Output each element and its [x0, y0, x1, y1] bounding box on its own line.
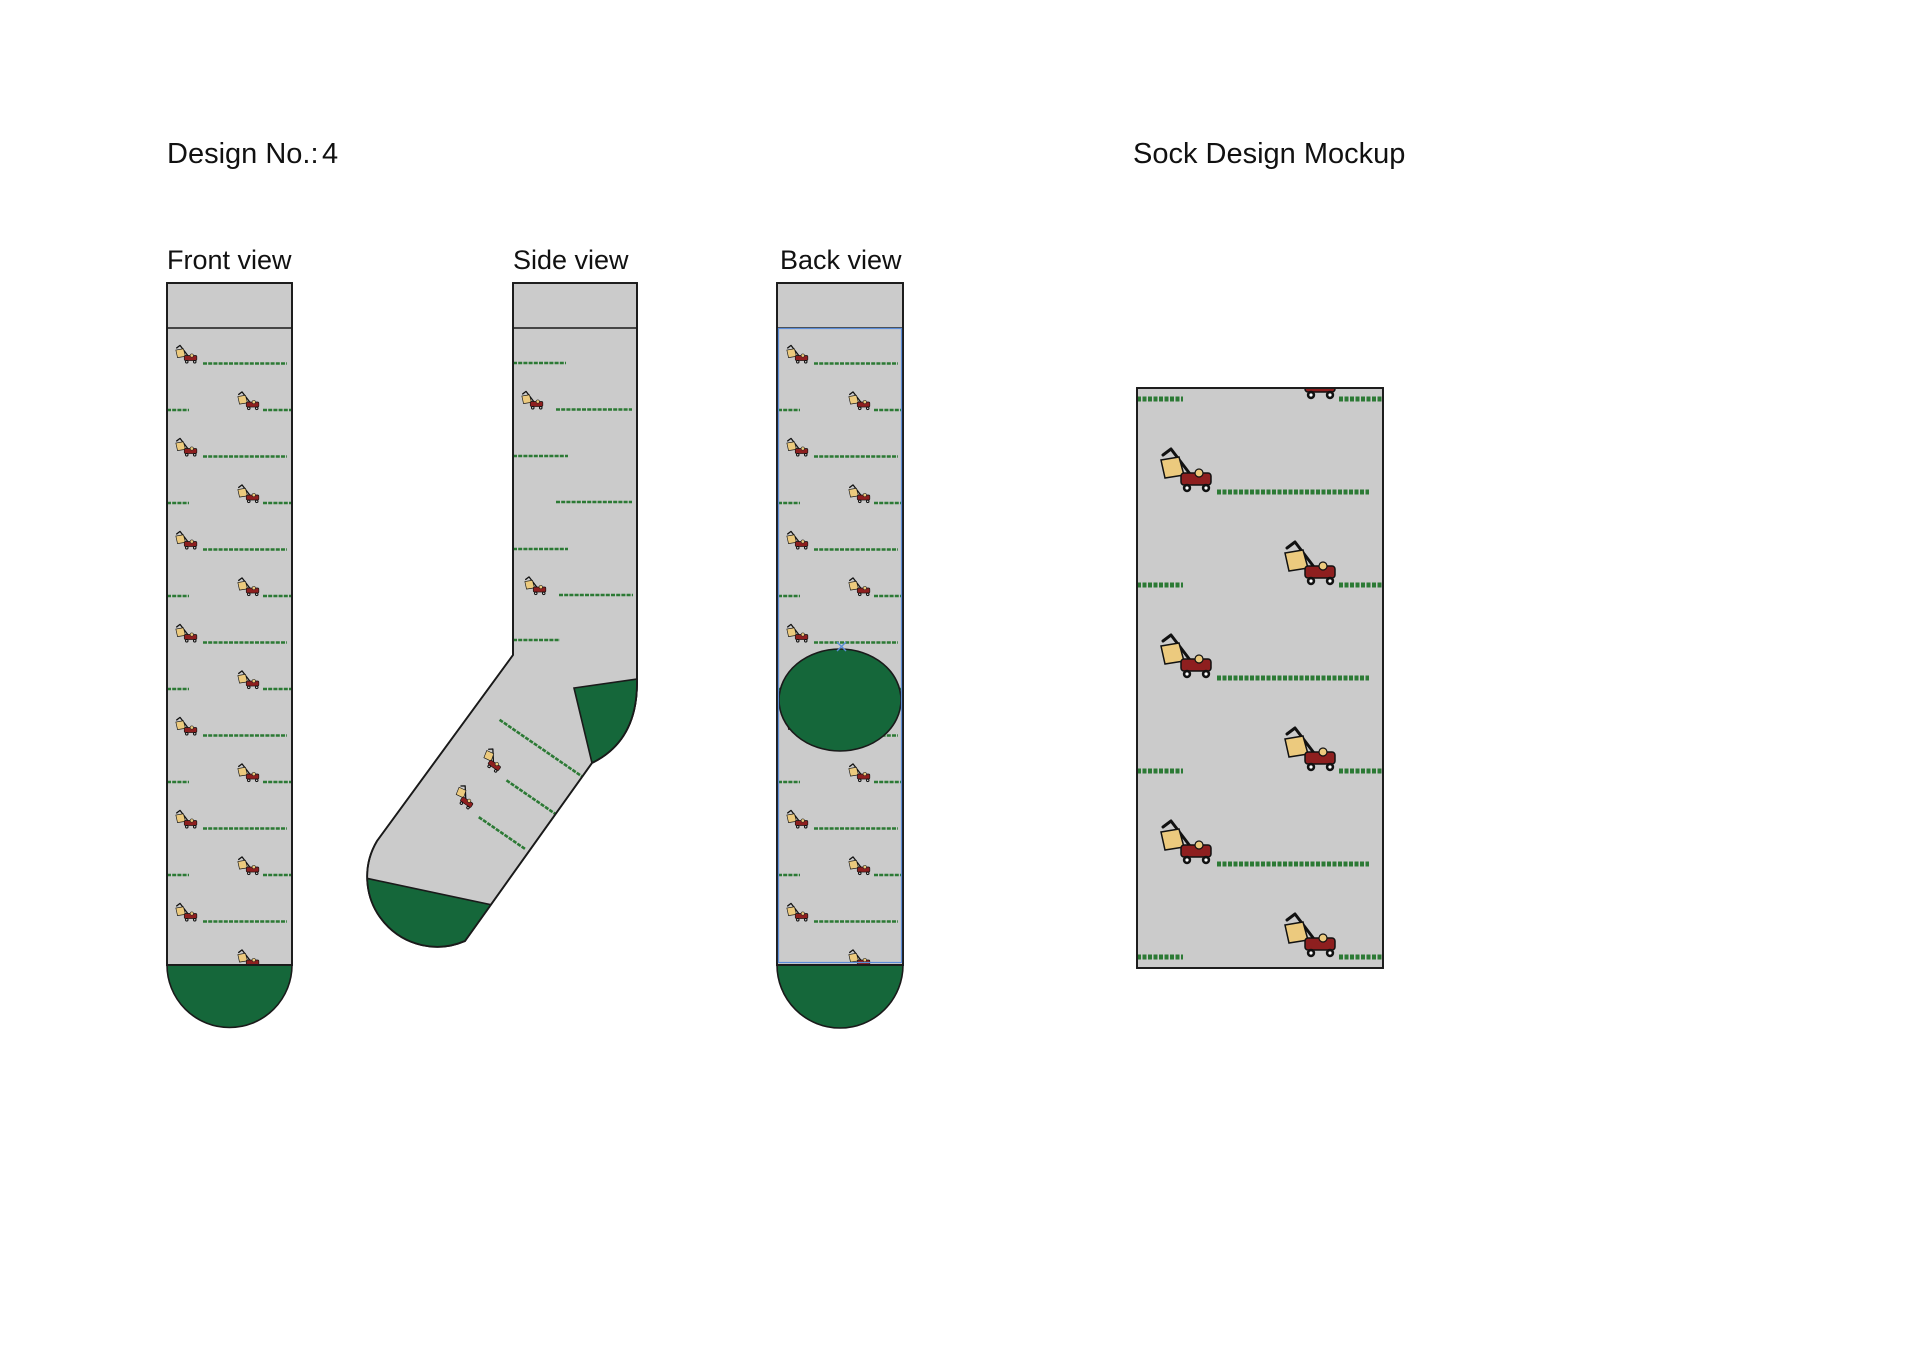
toe-patch: [367, 871, 524, 947]
toe-patch: [776, 964, 904, 1029]
swatch-outline: [1136, 387, 1384, 969]
back-sock: [776, 282, 904, 1029]
pattern-swatch: [1136, 387, 1384, 969]
sock-body: [366, 282, 638, 948]
sock-outline: [366, 282, 638, 948]
front-sock: [166, 282, 293, 1029]
side-sock: [366, 282, 638, 948]
side-view-label: Side view: [513, 245, 629, 275]
sock-outline: [776, 282, 904, 966]
front-view-label: Front view: [167, 245, 292, 275]
selection-anchor-icon: [836, 641, 847, 652]
back-view-label: Back view: [780, 245, 902, 275]
grass-line: [498, 718, 593, 785]
design-number-value: 4: [322, 138, 338, 170]
swatch-pattern-area: [1138, 389, 1382, 967]
grass-line: [478, 816, 527, 851]
heel-patch: [778, 648, 902, 752]
page-title: Sock Design Mockup: [1133, 138, 1405, 170]
selection-outline: [777, 327, 903, 964]
pattern-area: [778, 328, 902, 964]
pattern-area: [168, 328, 291, 964]
design-number-label: Design No.:: [167, 138, 319, 170]
toe-patch: [166, 964, 293, 1029]
sock-outline: [166, 282, 293, 966]
